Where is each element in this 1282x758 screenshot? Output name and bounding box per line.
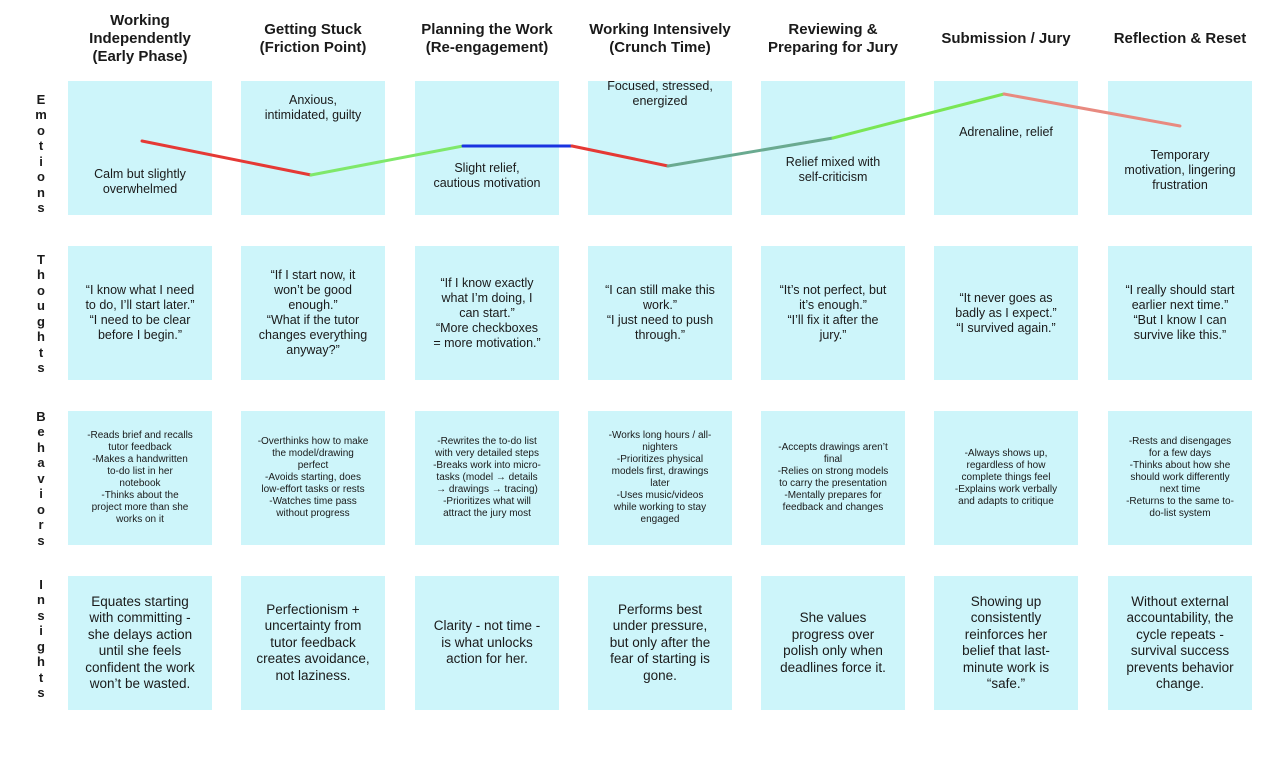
- behaviors-text: -Works long hours / all- nighters -Prior…: [608, 430, 712, 525]
- behaviors-card-2: -Overthinks how to make the model/drawin…: [241, 411, 385, 545]
- insights-card-7: Without external accountability, the cyc…: [1108, 576, 1252, 710]
- phase-header-6: Submission / Jury: [926, 0, 1086, 78]
- behaviors-text: -Reads brief and recalls tutor feedback …: [87, 430, 193, 525]
- behaviors-card-6: -Always shows up, regardless of how comp…: [934, 411, 1078, 545]
- phase-header-3: Planning the Work (Re-engagement): [407, 0, 567, 78]
- phase-header-label: Getting Stuck (Friction Point): [259, 21, 367, 56]
- emotions-card-5: Relief mixed with self-criticism: [761, 81, 905, 215]
- behaviors-card-7: -Rests and disengages for a few days -Th…: [1108, 411, 1252, 545]
- insights-text: Perfectionism + uncertainty from tutor f…: [256, 601, 370, 683]
- insights-card-6: Showing up consistently reinforces her b…: [934, 576, 1078, 710]
- insights-text: She values progress over polish only whe…: [780, 610, 886, 675]
- thoughts-text: “It never goes as badly as I expect.” “I…: [955, 290, 1057, 335]
- behaviors-card-1: -Reads brief and recalls tutor feedback …: [68, 411, 212, 545]
- phase-header-2: Getting Stuck (Friction Point): [233, 0, 393, 78]
- insights-card-1: Equates starting with committing - she d…: [68, 576, 212, 710]
- thoughts-card-1: “I know what I need to do, I’ll start la…: [68, 246, 212, 380]
- phase-header-label: Reflection & Reset: [1113, 30, 1247, 47]
- insights-card-2: Perfectionism + uncertainty from tutor f…: [241, 576, 385, 710]
- thoughts-text: “I really should start earlier next time…: [1125, 283, 1235, 342]
- behaviors-card-3: -Rewrites the to-do list with very detai…: [415, 411, 559, 545]
- insights-text: Performs best under pressure, but only a…: [609, 601, 711, 683]
- thoughts-text: “I can still make this work.” “I just ne…: [605, 283, 715, 342]
- emotions-text: Temporary motivation, lingering frustrat…: [1124, 147, 1236, 192]
- emotions-card-3: Slight relief, cautious motivation: [415, 81, 559, 215]
- thoughts-text: “If I start now, it won’t be good enough…: [258, 268, 368, 357]
- emotions-card-7: Temporary motivation, lingering frustrat…: [1108, 81, 1252, 215]
- thoughts-card-5: “It’s not perfect, but it’s enough.” “I’…: [761, 246, 905, 380]
- behaviors-card-5: -Accepts drawings aren’t final -Relies o…: [761, 411, 905, 545]
- emotions-card-6: Adrenaline, relief: [934, 81, 1078, 215]
- insights-text: Equates starting with committing - she d…: [85, 593, 195, 692]
- phase-header-label: Planning the Work (Re-engagement): [421, 21, 553, 56]
- emotions-text: Anxious, intimidated, guilty: [264, 93, 362, 122]
- behaviors-text: -Overthinks how to make the model/drawin…: [257, 436, 369, 519]
- insights-card-4: Performs best under pressure, but only a…: [588, 576, 732, 710]
- phase-header-label: Working Independently (Early Phase): [89, 12, 191, 65]
- phase-header-label: Working Intensively (Crunch Time): [589, 21, 731, 56]
- emotions-text: Calm but slightly overwhelmed: [94, 167, 186, 196]
- behaviors-text: -Accepts drawings aren’t final -Relies o…: [777, 442, 889, 513]
- insights-text: Clarity - not time - is what unlocks act…: [433, 618, 541, 667]
- thoughts-card-3: “If I know exactly what I’m doing, I can…: [415, 246, 559, 380]
- insights-text: Without external accountability, the cyc…: [1126, 593, 1234, 692]
- emotions-text: Focused, stressed, energized: [607, 79, 713, 108]
- phase-header-7: Reflection & Reset: [1100, 0, 1260, 78]
- insights-text: Showing up consistently reinforces her b…: [962, 593, 1050, 692]
- emotions-card-1: Calm but slightly overwhelmed: [68, 81, 212, 215]
- thoughts-card-2: “If I start now, it won’t be good enough…: [241, 246, 385, 380]
- emotions-text: Slight relief, cautious motivation: [433, 161, 541, 190]
- behaviors-card-4: -Works long hours / all- nighters -Prior…: [588, 411, 732, 545]
- thoughts-text: “It’s not perfect, but it’s enough.” “I’…: [779, 283, 887, 342]
- insights-card-3: Clarity - not time - is what unlocks act…: [415, 576, 559, 710]
- thoughts-card-6: “It never goes as badly as I expect.” “I…: [934, 246, 1078, 380]
- thoughts-card-4: “I can still make this work.” “I just ne…: [588, 246, 732, 380]
- behaviors-text: -Rests and disengages for a few days -Th…: [1126, 436, 1234, 519]
- behaviors-text: -Always shows up, regardless of how comp…: [954, 448, 1058, 507]
- emotions-card-4: Focused, stressed, energized: [588, 79, 732, 215]
- emotions-text: Adrenaline, relief: [959, 124, 1053, 139]
- phase-header-1: Working Independently (Early Phase): [60, 0, 220, 78]
- emotions-text: Relief mixed with self-criticism: [785, 155, 881, 184]
- thoughts-text: “I know what I need to do, I’ll start la…: [85, 283, 195, 342]
- phase-header-label: Reviewing & Preparing for Jury: [767, 21, 899, 56]
- phase-header-label: Submission / Jury: [941, 30, 1071, 47]
- behaviors-text: -Rewrites the to-do list with very detai…: [433, 436, 541, 519]
- phase-header-5: Reviewing & Preparing for Jury: [753, 0, 913, 78]
- thoughts-text: “If I know exactly what I’m doing, I can…: [433, 275, 541, 350]
- emotions-card-2: Anxious, intimidated, guilty: [241, 81, 385, 215]
- thoughts-card-7: “I really should start earlier next time…: [1108, 246, 1252, 380]
- phase-header-4: Working Intensively (Crunch Time): [580, 0, 740, 78]
- insights-card-5: She values progress over polish only whe…: [761, 576, 905, 710]
